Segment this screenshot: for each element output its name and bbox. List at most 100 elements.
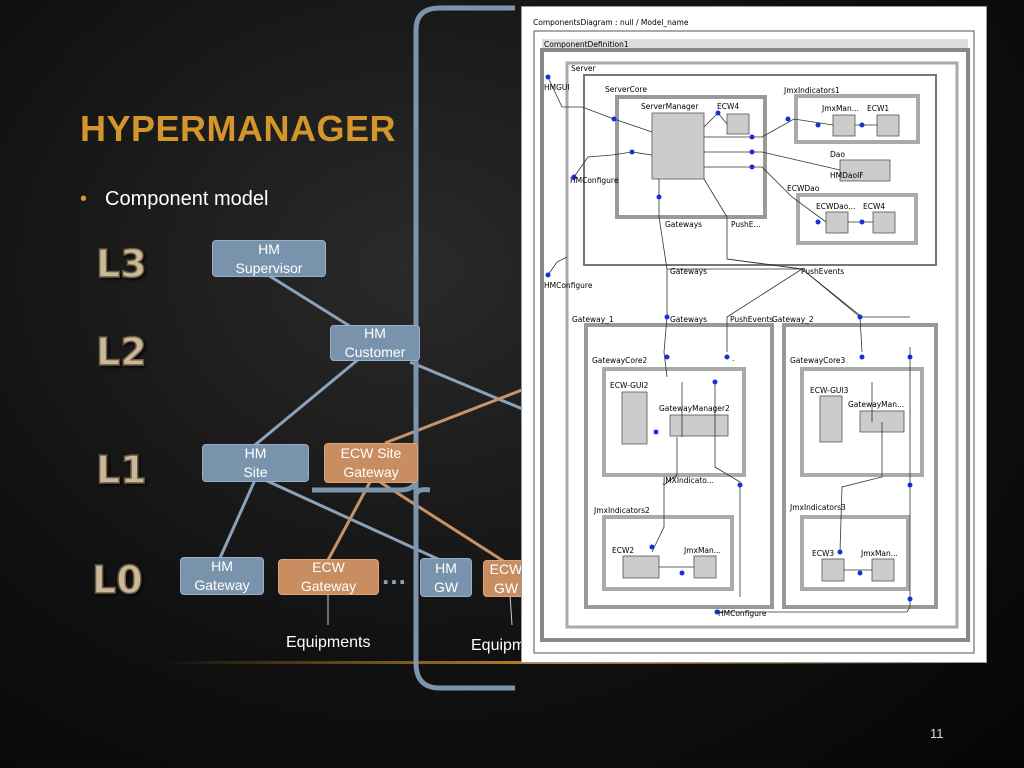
port-dot bbox=[629, 149, 635, 155]
gateway1-label: Gateway_1 bbox=[572, 315, 614, 324]
connector bbox=[714, 382, 741, 597]
port-dot bbox=[749, 149, 755, 155]
link-ecwsite-ecwgw bbox=[326, 481, 372, 561]
connector bbox=[839, 422, 883, 553]
gateway-core3-label: GatewayCore3 bbox=[790, 356, 845, 365]
jmxman3-block bbox=[871, 558, 895, 582]
bullet-item: • Component model bbox=[80, 188, 268, 211]
port-dot bbox=[749, 164, 755, 170]
port-dot bbox=[749, 134, 755, 140]
port-dot bbox=[724, 354, 730, 360]
port-dot bbox=[545, 74, 551, 80]
ecwdao-label: ECWDao bbox=[787, 184, 820, 193]
hmconfigure-label: HMConfigure bbox=[570, 176, 619, 185]
link-ecwsite-ecwgw2 bbox=[379, 480, 506, 564]
ecw2-label: ECW2 bbox=[612, 546, 634, 555]
hmdaoif-label: HMDaoIF bbox=[830, 171, 864, 180]
connector bbox=[704, 151, 841, 171]
dao-label: Dao bbox=[830, 150, 845, 159]
port-dot bbox=[611, 116, 617, 122]
port-dot bbox=[545, 272, 551, 278]
connector bbox=[704, 118, 834, 138]
port-dot bbox=[907, 482, 913, 488]
port-dot bbox=[815, 219, 821, 225]
box-label: ECW Site Gateway bbox=[340, 445, 402, 480]
port-dot bbox=[857, 570, 863, 576]
jmxman2-label: JmxMan... bbox=[683, 546, 721, 555]
port-dot bbox=[907, 596, 913, 602]
gateway-man3-label: GatewayMan... bbox=[848, 400, 904, 409]
port-dot bbox=[785, 116, 791, 122]
port-dot bbox=[715, 110, 721, 116]
port-dot bbox=[859, 122, 865, 128]
box-label: HM GW bbox=[433, 559, 459, 595]
ecwdao-inner-label: ECWDao... bbox=[816, 202, 855, 211]
ecw3-label: ECW3 bbox=[812, 549, 834, 558]
connector bbox=[703, 112, 728, 128]
server-label: Server bbox=[571, 64, 597, 73]
ecw3-block bbox=[821, 558, 845, 582]
gateway2-frame bbox=[782, 323, 938, 609]
diagram-title: ComponentsDiagram : null / Model_name bbox=[533, 18, 689, 27]
ecwdao-block bbox=[825, 211, 849, 234]
ecw-gui3-block bbox=[819, 395, 843, 443]
jmx2-label: JmxIndicators2 bbox=[593, 506, 650, 515]
server-core-label: ServerCore bbox=[605, 85, 647, 94]
gateways-label: Gateways bbox=[665, 220, 702, 229]
connector bbox=[726, 258, 804, 352]
ecw4b-label: ECW4 bbox=[863, 202, 885, 211]
level-label: L1 bbox=[95, 447, 147, 493]
server-manager-label: ServerManager bbox=[641, 102, 699, 111]
port-dot bbox=[837, 549, 843, 555]
gateway-manager2-block bbox=[669, 414, 729, 437]
page-number: 11 bbox=[930, 726, 944, 741]
hmdaoif-block bbox=[839, 159, 891, 182]
gateway-core2-label: GatewayCore2 bbox=[592, 356, 647, 365]
hmgui-label: HMGUI bbox=[544, 83, 570, 92]
level-label: L2 bbox=[95, 329, 147, 375]
jmx-indicato-label: JMXIndicato... bbox=[662, 476, 714, 485]
port-dot bbox=[656, 194, 662, 200]
jmx3-label: JmxIndicators3 bbox=[789, 503, 846, 512]
equipments-label: Equipm bbox=[471, 637, 526, 654]
bullet-dot: • bbox=[80, 188, 88, 210]
jmxman2-block bbox=[693, 555, 717, 579]
ecw2-block bbox=[622, 555, 660, 579]
hm-supervisor-box: HM Supervisor bbox=[212, 240, 326, 277]
box-label: HM Customer bbox=[344, 325, 406, 360]
server-manager-block bbox=[651, 112, 705, 180]
port-dot bbox=[679, 570, 685, 576]
hm-gw-box: HM GW bbox=[420, 558, 472, 597]
hm-gateway-box: HM Gateway bbox=[180, 557, 264, 595]
gateways-g1-label: Gateways bbox=[670, 315, 707, 324]
box-label: HM Gateway bbox=[194, 558, 250, 593]
gateway2-label: Gateway_2 bbox=[772, 315, 814, 324]
port-dot bbox=[653, 429, 659, 435]
ecw1-label: ECW1 bbox=[867, 104, 889, 113]
box-label: HM Supervisor bbox=[235, 240, 303, 276]
port-dot bbox=[737, 482, 743, 488]
port-dot bbox=[857, 314, 863, 320]
bullet-text: Component model bbox=[105, 188, 269, 210]
box-label: HM Site bbox=[243, 445, 268, 480]
port-dot bbox=[815, 122, 821, 128]
port-dot bbox=[712, 379, 718, 385]
ecw-gui2-block bbox=[621, 391, 648, 445]
ecw-gui3-label: ECW-GUI3 bbox=[810, 386, 849, 395]
connector bbox=[703, 178, 910, 318]
port-dot bbox=[859, 219, 865, 225]
gateway-core3-box bbox=[800, 367, 924, 477]
port-dot bbox=[907, 354, 913, 360]
hmconfigure-bottom-label: HMConfigure bbox=[718, 609, 767, 618]
level-label: L0 bbox=[91, 557, 143, 603]
server-core-box bbox=[615, 95, 767, 219]
gateway-core2-box bbox=[602, 367, 746, 477]
link-site-hmgw bbox=[264, 478, 441, 562]
box-label: ECW Gateway bbox=[300, 559, 357, 594]
connector bbox=[667, 268, 863, 353]
box-label: ECW GW bbox=[489, 560, 523, 596]
link-ecwsite-right bbox=[384, 388, 523, 445]
definition-bar bbox=[542, 39, 968, 48]
jmx3-box bbox=[800, 515, 910, 591]
definition-frame bbox=[533, 30, 975, 654]
